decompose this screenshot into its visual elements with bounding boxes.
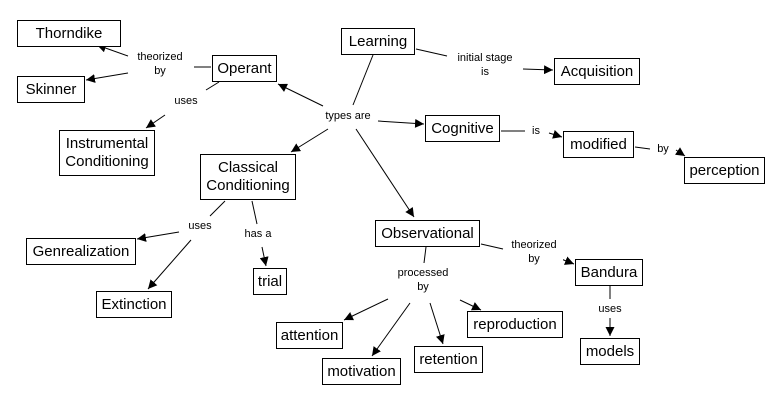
edge-uses-genrealization (136, 231, 180, 242)
edge-types-cognitive (377, 118, 425, 128)
edge-types-classical (290, 128, 329, 153)
edge-processed-motivation (371, 302, 411, 357)
node-observational[interactable]: Observational (375, 220, 480, 247)
link-is: is (527, 124, 545, 138)
link-by: by (653, 142, 673, 156)
link-initial-stage-is: initial stage is (449, 51, 521, 79)
node-acquisition[interactable]: Acquisition (554, 58, 640, 85)
node-retention[interactable]: retention (414, 346, 483, 373)
edge-processed-reproduction (459, 299, 482, 311)
node-models[interactable]: models (580, 338, 640, 365)
node-modified[interactable]: modified (563, 131, 634, 158)
node-learning[interactable]: Learning (341, 28, 415, 55)
edge-operant-uses (205, 81, 220, 91)
edge-learning-initial (415, 48, 448, 57)
edge-observational-processed (423, 246, 427, 264)
edge-modified-by (634, 146, 651, 150)
node-genrealization[interactable]: Genrealization (26, 238, 136, 265)
node-instrumental-conditioning[interactable]: Instrumental Conditioning (59, 130, 155, 176)
edge-is-modified (548, 130, 563, 139)
edge-types-operant (277, 83, 324, 107)
edge-classical-hasa (251, 200, 258, 225)
edge-uses-instrumental (145, 114, 166, 129)
link-has-a: has a (240, 227, 276, 241)
edge-hasa-trial (259, 246, 269, 267)
edge-learning-types (352, 54, 374, 106)
edge-by-perception (675, 147, 686, 157)
edge-types-observational (355, 128, 415, 218)
node-reproduction[interactable]: reproduction (467, 311, 563, 338)
edge-processed-attention (343, 298, 389, 321)
link-uses-bandura: uses (594, 302, 626, 316)
node-attention[interactable]: attention (276, 322, 343, 349)
link-theorized-by-observational: theorized by (505, 238, 563, 266)
link-processed-by: processed by (390, 266, 456, 294)
node-thorndike[interactable]: Thorndike (17, 20, 121, 47)
edge-classical-uses (209, 200, 226, 217)
link-uses-operant: uses (170, 94, 202, 108)
link-types-are: types are (320, 109, 376, 123)
node-trial[interactable]: trial (253, 268, 287, 295)
node-cognitive[interactable]: Cognitive (425, 115, 500, 142)
edge-theorized-skinner (85, 72, 129, 83)
node-bandura[interactable]: Bandura (575, 259, 643, 286)
edge-processed-retention (429, 302, 445, 345)
edge-initial-acquisition (522, 65, 554, 75)
edge-uses-extinction (147, 239, 192, 290)
node-perception[interactable]: perception (684, 157, 765, 184)
node-classical-conditioning[interactable]: Classical Conditioning (200, 154, 296, 200)
node-extinction[interactable]: Extinction (96, 291, 172, 318)
node-motivation[interactable]: motivation (322, 358, 401, 385)
link-theorized-by-operant: theorized by (131, 50, 189, 78)
link-uses-classical: uses (183, 219, 217, 233)
edge-observational-theorized (480, 243, 504, 250)
node-skinner[interactable]: Skinner (17, 76, 85, 103)
node-operant[interactable]: Operant (212, 55, 277, 82)
